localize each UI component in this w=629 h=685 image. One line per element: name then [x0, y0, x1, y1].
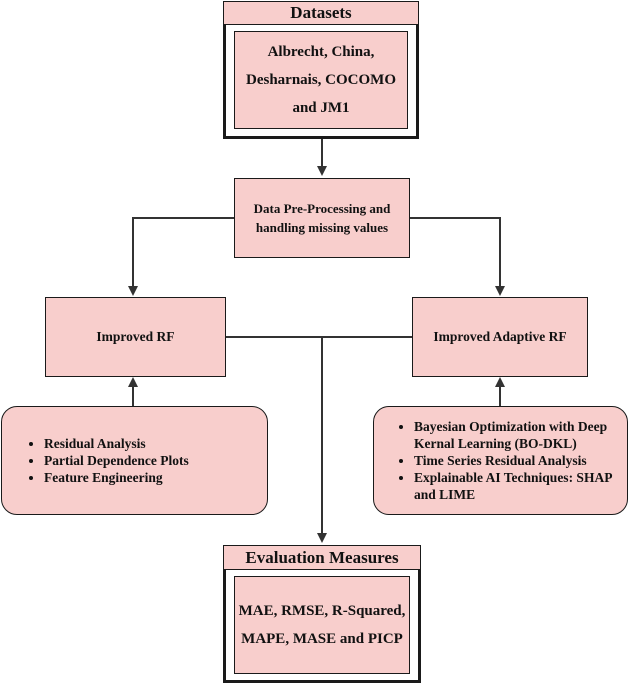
adaptive-techniques-box: Bayesian Optimization with Deep Kernal L…: [373, 406, 628, 515]
arrow-preprocessing-to-improved-rf: [128, 217, 234, 296]
datasets-line-2: Desharnais, COCOMO: [246, 72, 396, 88]
evaluation-header: Evaluation Measures: [223, 545, 421, 570]
list-item: Residual Analysis: [44, 435, 189, 452]
evaluation-content: MAE, RMSE, R-Squared, MAPE, MASE and PIC…: [234, 576, 410, 674]
list-item: Feature Engineering: [44, 469, 189, 486]
preprocessing-box: Data Pre-Processing and handling missing…: [234, 178, 410, 258]
preprocessing-line-2: handling missing values: [255, 220, 389, 235]
list-item: Time Series Residual Analysis: [414, 452, 621, 469]
rf-techniques-box: Residual Analysis Partial Dependence Plo…: [1, 406, 268, 515]
improved-rf-box: Improved RF: [45, 297, 226, 377]
evaluation-header-label: Evaluation Measures: [245, 547, 399, 567]
evaluation-line-1: MAE, RMSE, R-Squared,: [238, 603, 406, 619]
rf-techniques-list: Residual Analysis Partial Dependence Plo…: [22, 435, 189, 486]
list-item: Partial Dependence Plots: [44, 452, 189, 469]
improved-adaptive-rf-box: Improved Adaptive RF: [412, 297, 588, 377]
datasets-line-3: and JM1: [292, 100, 350, 116]
datasets-header-label: Datasets: [290, 3, 352, 22]
preprocessing-line-1: Data Pre-Processing and: [253, 201, 391, 216]
evaluation-line-2: MAPE, MASE and PICP: [241, 631, 403, 647]
datasets-content: Albrecht, China, Desharnais, COCOMO and …: [234, 31, 408, 129]
arrow-preprocessing-to-adaptive-rf: [410, 217, 505, 296]
datasets-header: Datasets: [223, 1, 419, 25]
list-item: Explainable AI Techniques: SHAP and LIME: [414, 469, 621, 503]
list-item: Bayesian Optimization with Deep Kernal L…: [414, 418, 621, 452]
improved-adaptive-rf-label: Improved Adaptive RF: [433, 329, 567, 344]
adaptive-techniques-list: Bayesian Optimization with Deep Kernal L…: [392, 418, 621, 503]
datasets-line-1: Albrecht, China,: [267, 44, 375, 60]
improved-rf-label: Improved RF: [96, 329, 175, 344]
